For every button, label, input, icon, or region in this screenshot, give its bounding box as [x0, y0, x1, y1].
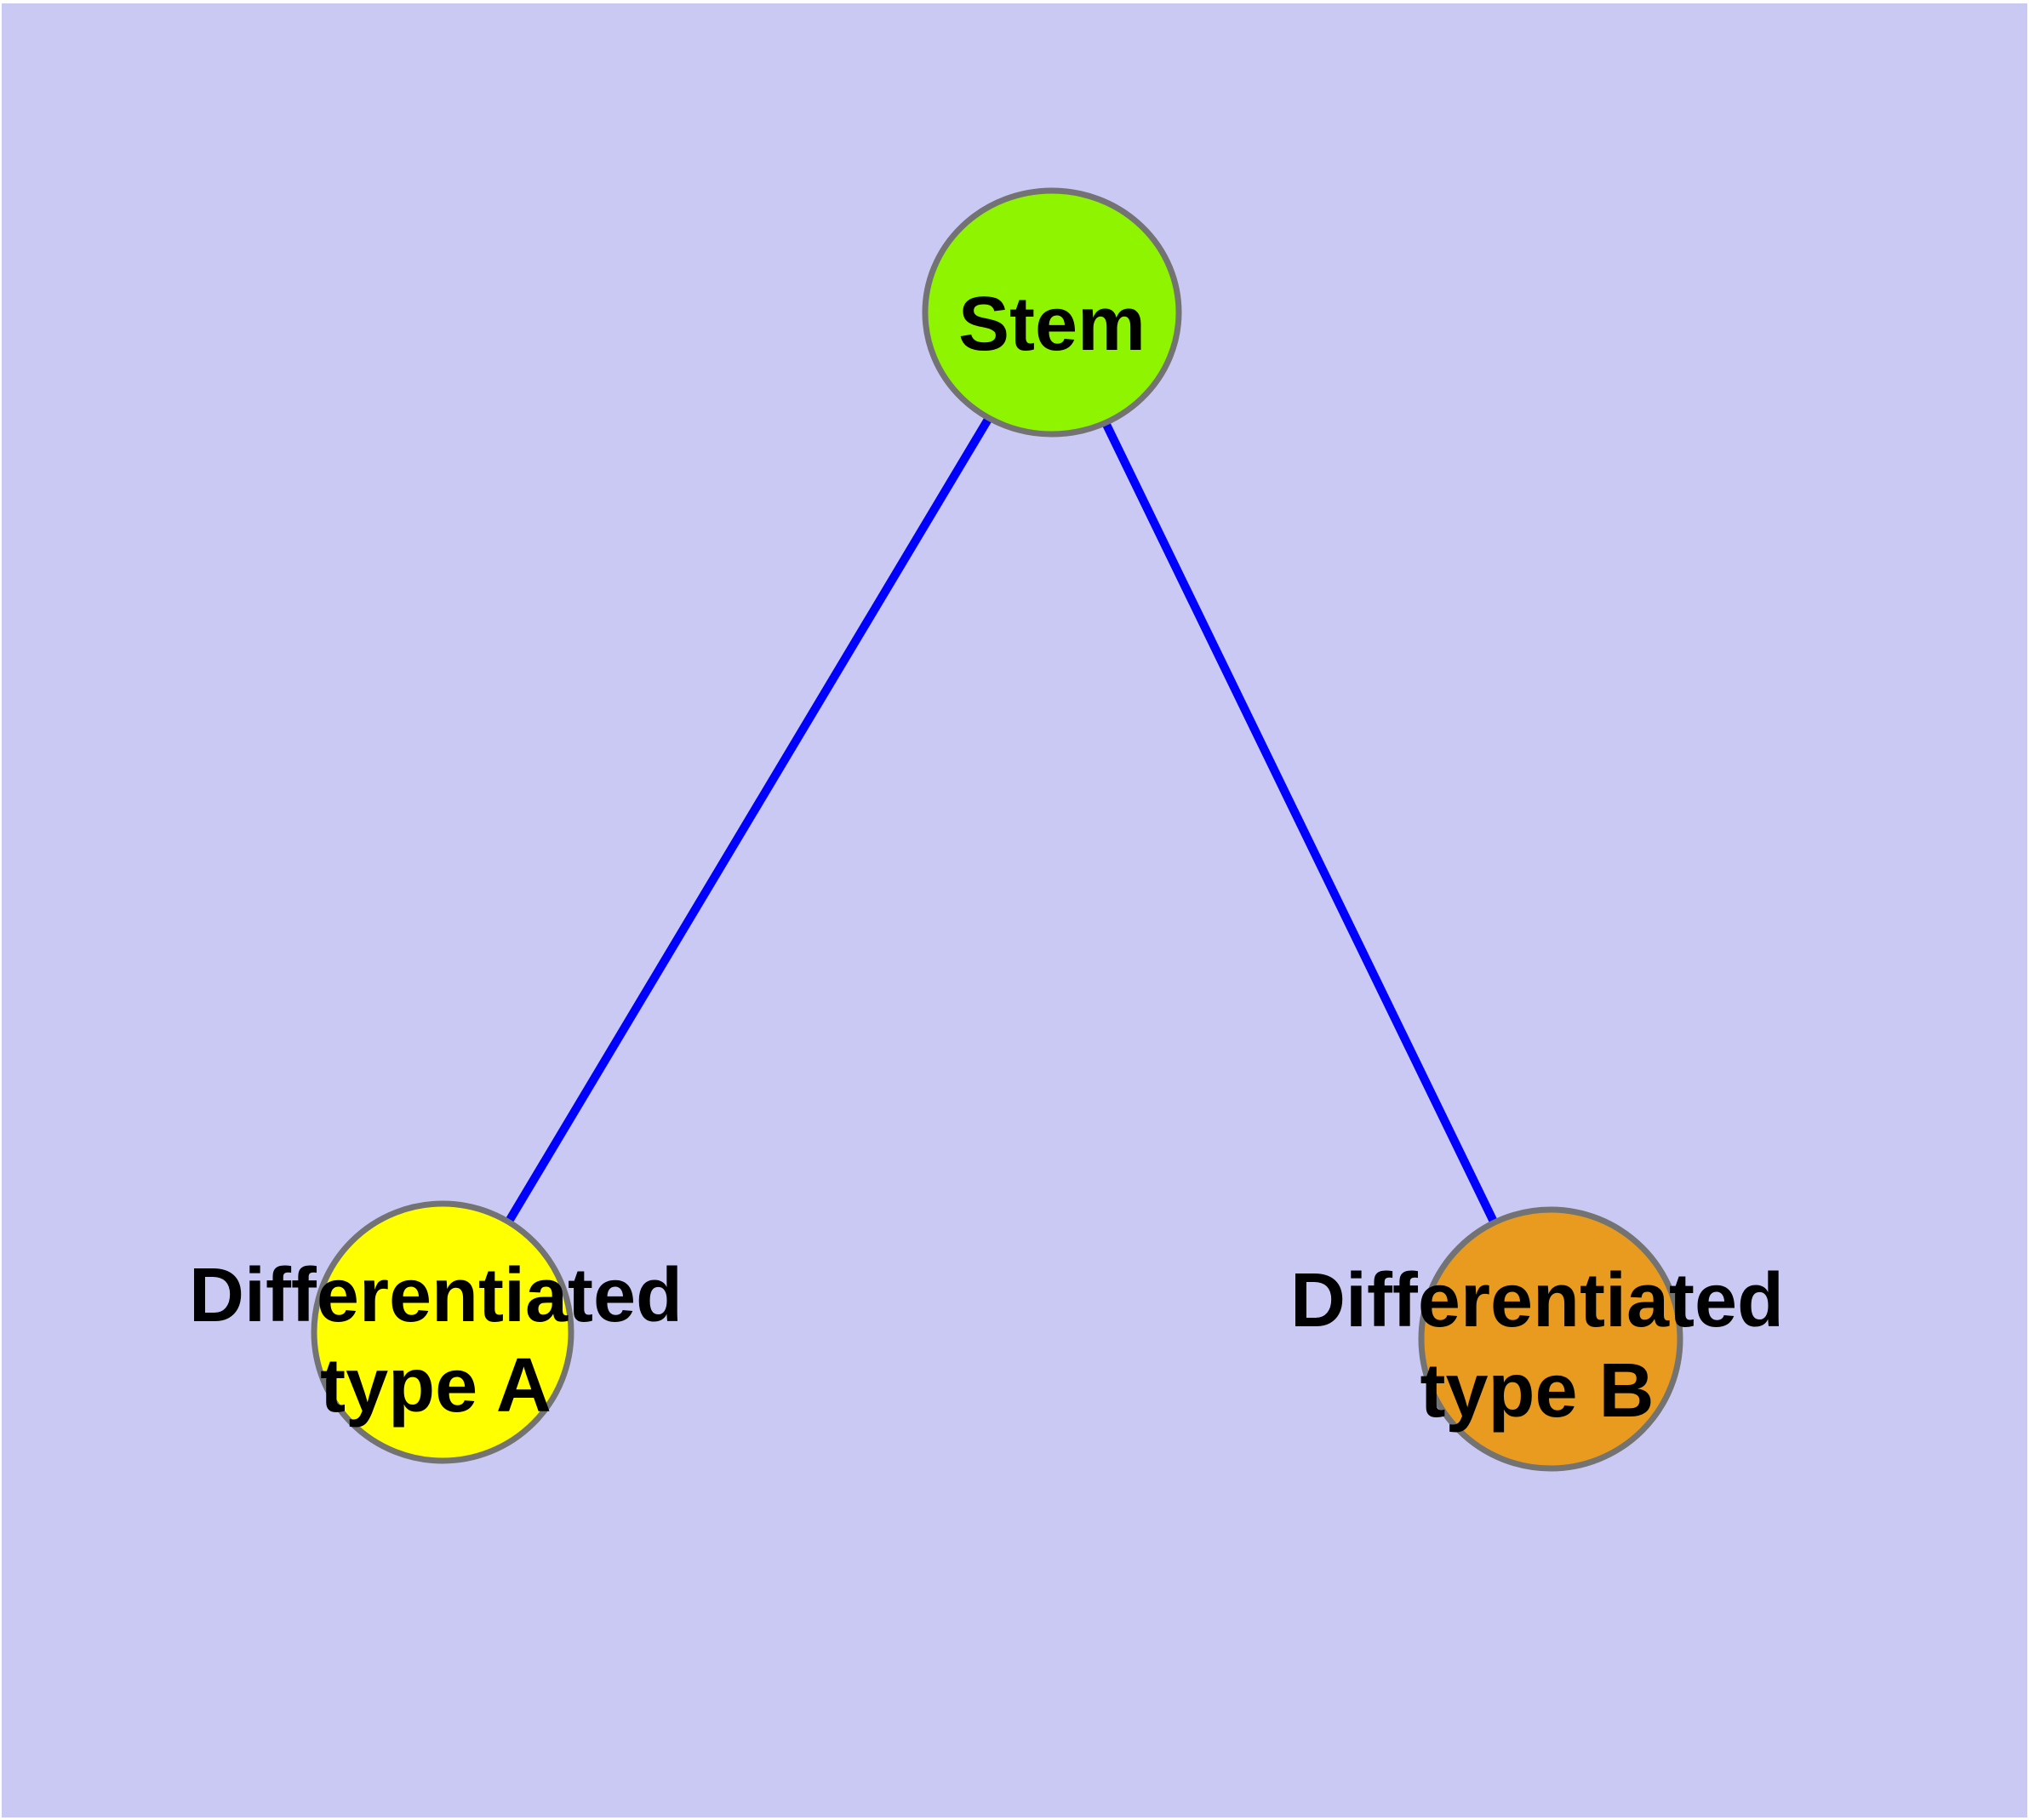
node-stem: Stem: [922, 187, 1182, 438]
differentiated-type-b-label-line2: type B: [1420, 1348, 1654, 1434]
stem-node-circle: [922, 187, 1182, 438]
differentiated-type-a-label-line1: Differentiated: [189, 1253, 683, 1338]
edge-group: [438, 310, 1555, 1342]
edge-stem-to-differentiated-type-b: [1048, 310, 1555, 1342]
differentiated-type-a-label-line2: type A: [320, 1343, 552, 1428]
node-differentiated-type-b: Differentiated type B: [1290, 1206, 1784, 1472]
differentiated-type-b-node-circle: [1418, 1206, 1683, 1472]
node-differentiated-type-a: Differentiated type A: [189, 1200, 683, 1464]
differentiated-type-b-label-line1: Differentiated: [1290, 1258, 1784, 1343]
edge-stem-to-differentiated-type-a: [438, 310, 1056, 1335]
stem-node-label: Stem: [958, 282, 1146, 367]
differentiated-type-a-node-circle: [311, 1200, 574, 1464]
